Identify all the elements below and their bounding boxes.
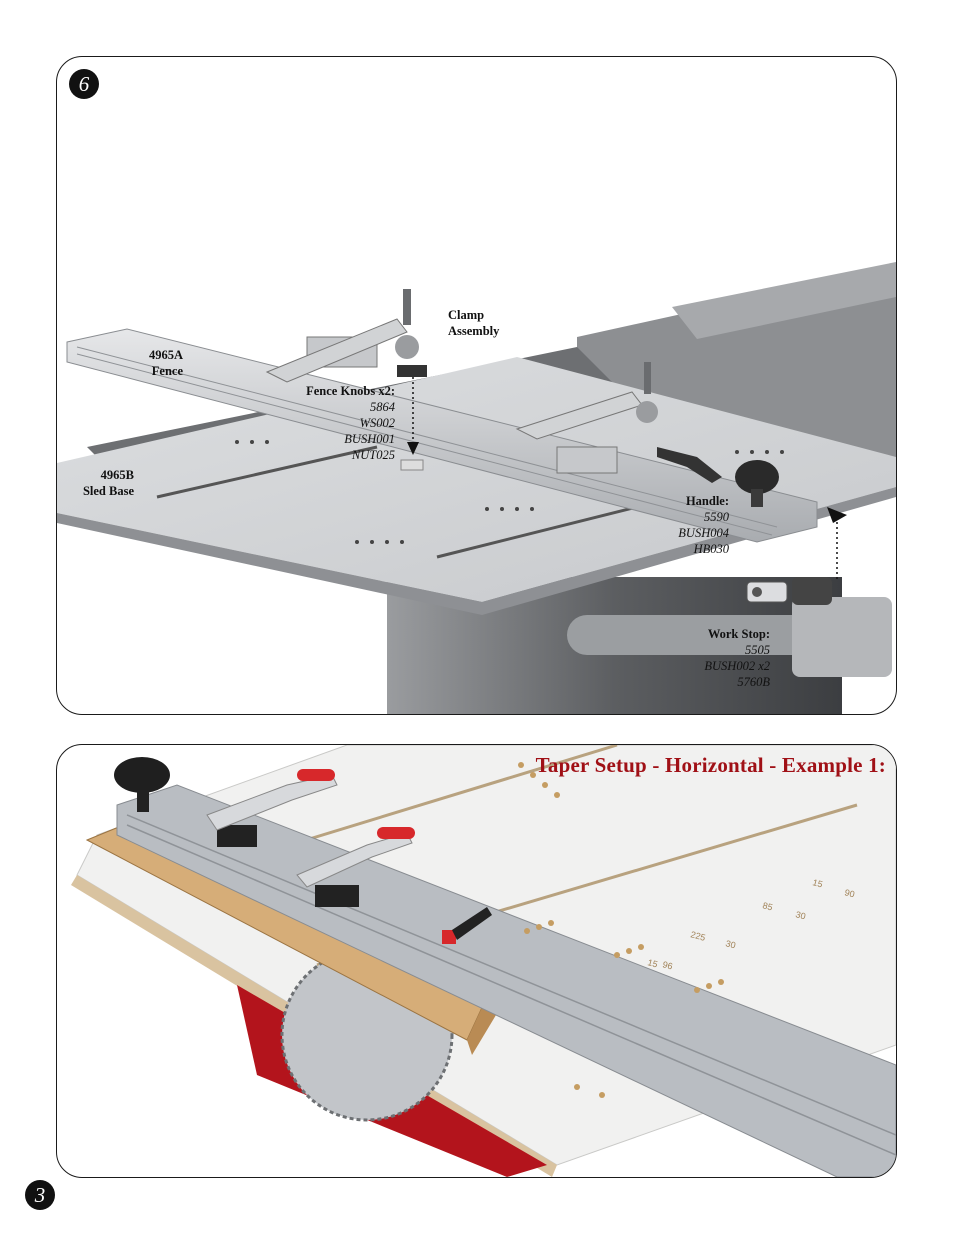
fence-knob-exploded (397, 365, 427, 471)
saw-motor-box (792, 597, 892, 677)
black-knob (114, 757, 170, 812)
photo-title: Taper Setup - Horizontal - Example 1: (535, 753, 886, 777)
sled-slot (436, 500, 658, 559)
handle-knob (657, 447, 779, 507)
work-stop-label: Work Stop: 5505 BUSH002 x2 5760B (704, 627, 770, 689)
clamp-left (206, 769, 338, 847)
clamp-assembly-left (265, 289, 419, 383)
scale-mark: 96 (661, 959, 673, 971)
scale-mark: 15 (811, 877, 823, 889)
saw-table-extension (672, 262, 896, 339)
step-number-badge: 6 (69, 69, 99, 99)
sled-base (57, 357, 896, 602)
saw-rail (567, 615, 857, 655)
scale-mark: 85 (761, 900, 773, 912)
work-stop-exploded (746, 507, 847, 605)
sled-holes (235, 440, 784, 544)
sled-holes (518, 762, 724, 1098)
scale-mark: 15 (646, 957, 658, 969)
sled-edge (57, 487, 896, 615)
assembly-illustration (57, 262, 896, 714)
clamp-right (296, 827, 415, 907)
scale-mark: 30 (724, 938, 736, 950)
scale-mark: 90 (843, 887, 855, 899)
scale-mark: 225 (689, 929, 706, 943)
clamp-assembly-right (515, 362, 658, 474)
assembly-diagram-panel: 6 (56, 56, 897, 715)
fence-knobs-label: Fence Knobs x2: 5864 WS002 BUSH001 NUT02… (306, 384, 395, 462)
fence-handle (442, 907, 492, 944)
page-number-badge: 3 (25, 1180, 55, 1210)
handle-label: Handle: 5590 BUSH004 HB030 (678, 494, 729, 556)
taper-setup-photo-panel: 15 96 225 30 85 30 15 90 Taper Setup - H… (56, 744, 897, 1178)
sled-slot (256, 745, 618, 857)
scale-mark: 30 (794, 909, 806, 921)
taper-setup-photo: 15 96 225 30 85 30 15 90 (71, 745, 896, 1177)
sled-slot (156, 445, 378, 499)
